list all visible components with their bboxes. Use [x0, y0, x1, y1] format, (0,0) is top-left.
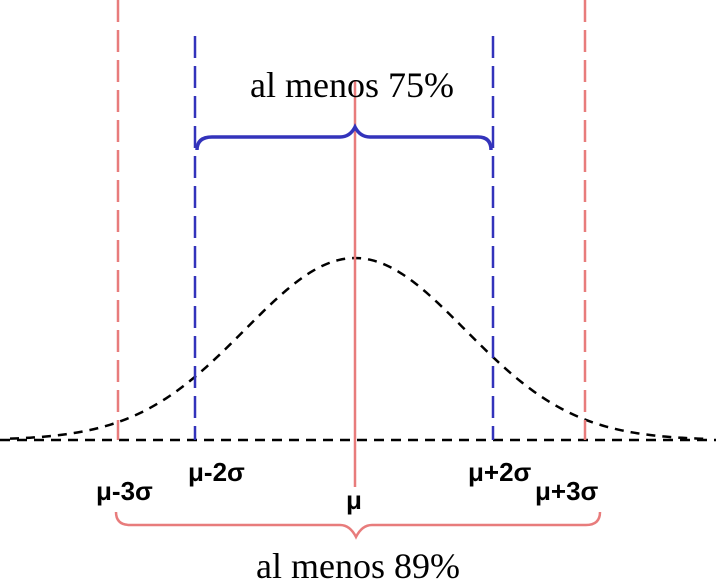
inner-range-brace [195, 123, 493, 151]
mean-label: μ [346, 485, 362, 515]
minus-3-sigma-label: μ-3σ [96, 476, 153, 506]
minus-2-sigma-label: μ-2σ [188, 457, 245, 487]
normal-curve [9, 256, 707, 441]
outer-range-brace [114, 511, 602, 540]
inner-range-label: al menos 75% [250, 65, 454, 105]
plus-3-sigma-label: μ+3σ [535, 476, 599, 506]
outer-range-label: al menos 89% [256, 546, 460, 586]
plus-2-sigma-label: μ+2σ [468, 457, 532, 487]
